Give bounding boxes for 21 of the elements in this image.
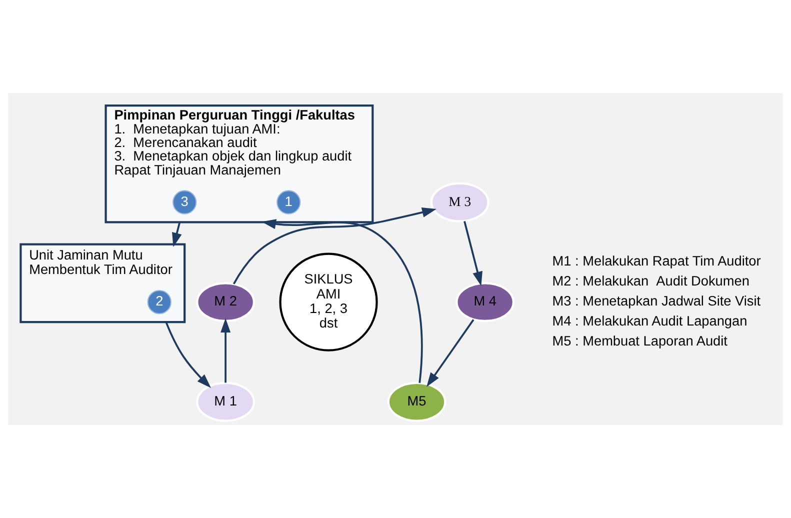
arrow — [220, 318, 231, 383]
node-circle: 3 — [172, 190, 197, 214]
node-ellipse: M 3 — [430, 182, 490, 222]
node-circle: SIKLUS AMI 1, 2, 3 dst — [279, 252, 378, 352]
node-circle: 1 — [276, 190, 301, 214]
arrow — [426, 319, 474, 387]
arrow — [262, 219, 423, 383]
node-ellipse: M 2 — [196, 282, 255, 322]
arrow — [232, 207, 436, 284]
label: M3 : Menetapkan Jadwal Site Visit — [552, 294, 761, 309]
node-circle: 2 — [147, 290, 172, 314]
node-ellipse: M 1 — [196, 382, 255, 422]
arrow — [165, 322, 211, 388]
label: M5 : Membuat Laporan Audit — [552, 334, 728, 349]
label: M1 : Melakukan Rapat Tim Auditor — [552, 254, 761, 269]
node-ellipse: M5 — [387, 382, 446, 422]
node-ellipse: M 4 — [456, 282, 514, 322]
label: M2 : Melakukan Audit Dokumen — [552, 274, 750, 289]
arrow — [464, 221, 482, 286]
label: M4 : Melakukan Audit Lapangan — [552, 314, 748, 329]
arrow — [172, 222, 182, 248]
